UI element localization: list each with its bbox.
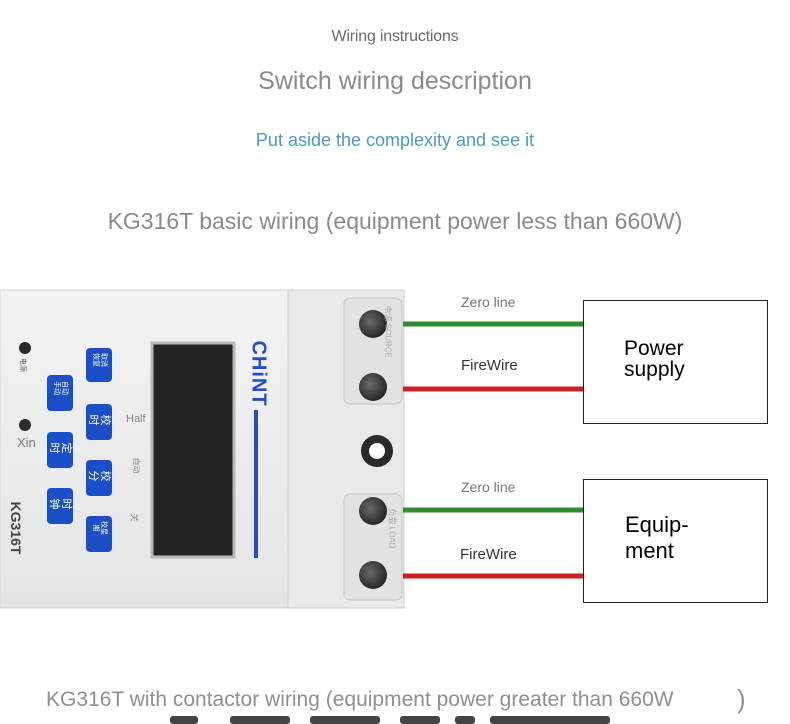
terminal-screw-source-n [359, 310, 387, 338]
terminal-screw-load-l [359, 561, 387, 589]
adjust-minute-button-label[interactable]: 校分 [87, 470, 111, 482]
manual-auto-button-label[interactable]: 自动手动 [53, 381, 68, 395]
clear-recall-button [86, 348, 112, 382]
cutoff-next-content [150, 710, 630, 724]
page-title: Switch wiring description [258, 67, 532, 95]
power-led-label: 电源 [19, 358, 26, 372]
section-title-contactor-wiring: KG316T with contactor wiring (equipment … [46, 688, 674, 711]
power-supply-box: Power supply [583, 300, 768, 424]
manual-auto-button [47, 375, 73, 411]
adjust-minute-button [86, 460, 112, 496]
lcd-display [150, 341, 236, 559]
source-terminal-label: 电源 SOURCE [383, 305, 393, 358]
half-label: Half [126, 413, 146, 425]
off-label: 关 [129, 513, 139, 522]
adjust-time-button-label[interactable]: 校时 [87, 414, 111, 426]
terminal-screw-load-n [359, 497, 387, 525]
equipment-label-2: ment [625, 538, 674, 563]
xin-label: Xin [17, 435, 36, 450]
power-supply-label-1: Power [624, 337, 684, 360]
set-timer-button [47, 432, 73, 468]
top-firewire-label: FireWire [461, 357, 518, 374]
adjust-week-button-label[interactable]: 校星期 [92, 521, 107, 535]
power-supply-label-2: supply [624, 358, 685, 381]
device-model-label: KG316T [8, 501, 24, 555]
device-front-panel [0, 289, 289, 609]
power-indicator-led [19, 342, 31, 354]
brand-stripe [254, 410, 258, 558]
brand-logo: CHiNT [247, 340, 270, 407]
bottom-zero-line-label: Zero line [461, 479, 516, 495]
clear-recall-button-label[interactable]: 取消恢复 [92, 353, 107, 367]
tagline: Put aside the complexity and see it [255, 130, 535, 150]
section-title-basic-wiring: KG316T basic wiring (equipment power les… [107, 208, 683, 234]
timer-switch-device [0, 289, 405, 609]
top-zero-line-label: Zero line [461, 294, 516, 310]
clock-button-label[interactable]: 时钟 [48, 498, 72, 510]
wires [403, 321, 584, 579]
equipment-label-1: Equip- [625, 512, 689, 537]
clock-button [47, 488, 73, 524]
device-buttons [47, 348, 112, 552]
terminal-screw-source-l [359, 373, 387, 401]
adjust-week-button [86, 516, 112, 552]
section-title-close-paren: ) [737, 684, 746, 714]
adjust-time-button [86, 404, 112, 440]
load-terminal-label: 负载 LOAD [387, 508, 397, 549]
section-label: Wiring instructions [331, 28, 459, 45]
auto-label: 自动 [131, 457, 141, 474]
equipment-box: Equip- ment [583, 479, 768, 603]
set-timer-button-label[interactable]: 定时 [48, 442, 72, 454]
xin-indicator-led [19, 419, 31, 431]
bottom-firewire-label: FireWire [460, 546, 517, 563]
